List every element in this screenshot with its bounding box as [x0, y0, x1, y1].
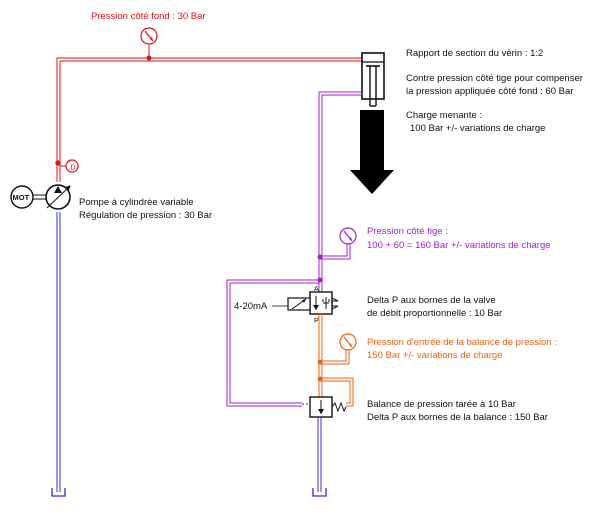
tank-icon-left	[51, 488, 66, 497]
rod-pressure-label-2: 100 + 60 = 160 Bar +/- variations de cha…	[367, 240, 551, 251]
port-p-label: P	[314, 318, 319, 325]
tank-return-left	[56, 212, 61, 492]
pump-label-1: Pompe à cylindrée variable	[79, 197, 194, 208]
relief-valve-icon: D	[60, 159, 79, 173]
tank-return-right	[317, 418, 322, 492]
bottom-pressure-gauge	[140, 27, 158, 45]
rod-pressure-gauge	[339, 227, 357, 245]
rod-pressure-label-1: Pression côté tige :	[367, 226, 448, 237]
port-a-label: A	[314, 286, 319, 293]
balance-label-1: Balance de pression tarée à 10 Bar	[367, 399, 516, 410]
bottom-pressure-label: Pression côté fond : 30 Bar	[91, 11, 206, 22]
variable-pump-icon	[45, 184, 71, 210]
valve-dp-label-1: Delta P aux bornes de la valve	[367, 295, 496, 306]
motor-label: MOT	[13, 193, 30, 202]
motor-icon: MOT	[10, 185, 46, 209]
counter-pressure-label-1: Contre pression côté tige pour compenser	[406, 73, 583, 84]
load-title-label: Charge menante :	[406, 110, 483, 121]
valve-dp-label-2: de débit proportionnelle : 10 Bar	[367, 308, 503, 319]
load-value-label: 100 Bar +/- variations de charge	[410, 123, 546, 134]
inlet-pressure-gauge	[339, 333, 357, 351]
inlet-pressure-label-2: 150 Bar +/- variations de charge	[367, 350, 503, 361]
cylinder-icon	[361, 52, 385, 107]
red-pressure-line	[55, 45, 375, 182]
balance-label-2: Delta P aux bornes de la balance : 150 B…	[367, 412, 548, 423]
inlet-pressure-label-1: Pression d'entrée de la balance de press…	[367, 337, 557, 348]
current-signal-label: 4-20mA	[234, 301, 268, 312]
tank-icon-right	[312, 488, 327, 497]
orange-inlet-line	[317, 314, 354, 407]
counter-pressure-label-2: la pression appliquée côté fond : 60 Bar	[406, 86, 574, 97]
violet-rod-line	[226, 91, 362, 407]
relief-mark: D	[71, 165, 76, 172]
pump-label-2: Régulation de pression : 30 Bar	[79, 210, 213, 221]
proportional-valve-icon: A P	[272, 286, 339, 325]
load-arrow-icon	[350, 110, 394, 194]
section-ratio-label: Rapport de section du vérin : 1:2	[406, 48, 544, 59]
pressure-balance-icon	[302, 396, 347, 418]
